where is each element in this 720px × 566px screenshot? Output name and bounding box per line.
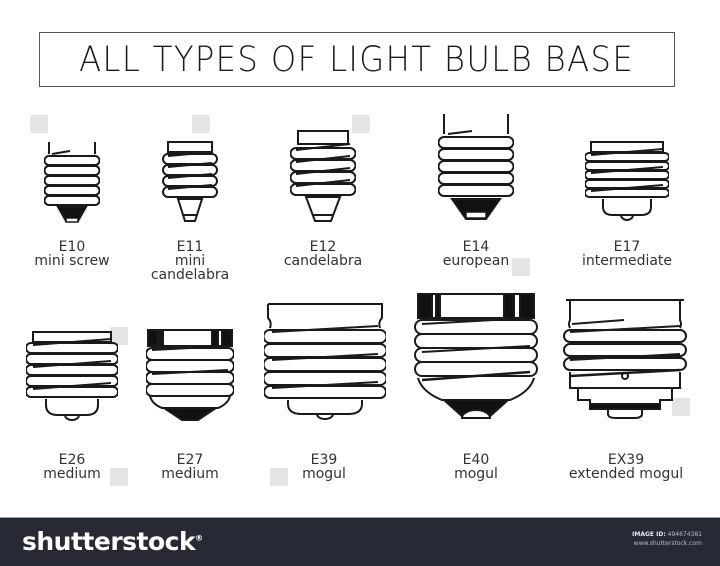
bulb-code: E11 — [176, 239, 204, 255]
e14-base-icon — [438, 114, 514, 220]
bulb-name-line2: candelabra — [150, 267, 230, 283]
ex39-base-icon — [563, 299, 687, 419]
watermark-mark — [512, 258, 530, 276]
bulb-name: european — [442, 253, 510, 269]
watermark-mark — [270, 468, 288, 486]
label-e40: E40 mogul — [454, 453, 498, 481]
watermark-mark — [672, 398, 690, 416]
label-e26: E26 medium — [43, 453, 101, 481]
bulb-code: E17 — [613, 239, 641, 255]
shutterstock-logo[interactable]: shutterstock® — [22, 527, 203, 556]
label-e11: E11 mini candelabra — [151, 240, 229, 282]
bulb-name: mini — [174, 253, 206, 269]
bulb-name: mogul — [454, 466, 498, 482]
bulb-e27 — [146, 328, 234, 424]
bulb-ex39 — [562, 296, 688, 424]
e11-base-icon — [162, 141, 218, 222]
e12-base-icon — [290, 130, 356, 222]
bulb-code: E39 — [310, 452, 338, 468]
bulb-name: mogul — [302, 466, 346, 482]
label-e27: E27 medium — [161, 453, 219, 481]
watermark-mark — [110, 327, 128, 345]
bulb-e17 — [585, 140, 669, 226]
logo-text: shutterstock — [22, 527, 196, 556]
bulb-code: E12 — [309, 239, 337, 255]
bulb-e14 — [438, 112, 514, 224]
bulb-name: extended mogul — [568, 466, 684, 482]
bulb-name: medium — [43, 466, 101, 482]
bulb-e40 — [414, 290, 538, 424]
bulb-name: mini screw — [34, 253, 110, 269]
e17-base-icon — [585, 141, 669, 221]
bulb-e26 — [26, 330, 118, 422]
image-meta: IMAGE ID: 494674381 www.shutterstock.com — [632, 530, 702, 548]
bulb-name: intermediate — [581, 253, 673, 269]
label-e14: E14 european — [443, 240, 509, 268]
watermark-mark — [30, 115, 48, 133]
e39-base-icon — [264, 303, 386, 420]
footer-bar: shutterstock® IMAGE ID: 494674381 www.sh… — [0, 517, 720, 566]
bulb-e11 — [162, 140, 218, 226]
bulb-code: E27 — [176, 452, 204, 468]
label-e17: E17 intermediate — [582, 240, 672, 268]
site-url[interactable]: www.shutterstock.com — [633, 540, 702, 547]
page-title: ALL TYPES OF LIGHT BULB BASE — [79, 39, 635, 80]
label-e12: E12 candelabra — [284, 240, 362, 268]
image-id: 494674381 — [667, 531, 702, 538]
e26-base-icon — [26, 331, 118, 421]
label-e10: E10 mini screw — [34, 240, 109, 268]
bulb-code: E40 — [462, 452, 490, 468]
bulb-name: medium — [161, 466, 219, 482]
logo-mark: ® — [195, 533, 203, 543]
bulb-e39 — [264, 300, 386, 422]
bulb-e12 — [290, 128, 356, 226]
bulb-name: candelabra — [283, 253, 363, 269]
image-id-label: IMAGE ID: — [632, 531, 666, 538]
e27-base-icon — [146, 329, 234, 421]
bulb-code: E10 — [58, 239, 86, 255]
e40-base-icon — [414, 293, 538, 419]
bulb-code: E14 — [462, 239, 490, 255]
label-ex39: EX39 extended mogul — [569, 453, 683, 481]
label-e39: E39 mogul — [302, 453, 346, 481]
e10-base-icon — [44, 142, 100, 223]
watermark-mark — [192, 115, 210, 133]
title-box: ALL TYPES OF LIGHT BULB BASE — [39, 32, 675, 87]
watermark-mark — [352, 115, 370, 133]
watermark-mark — [110, 468, 128, 486]
bulb-e10 — [44, 140, 100, 226]
bulb-code: E26 — [58, 452, 86, 468]
bulb-code: EX39 — [607, 452, 645, 468]
